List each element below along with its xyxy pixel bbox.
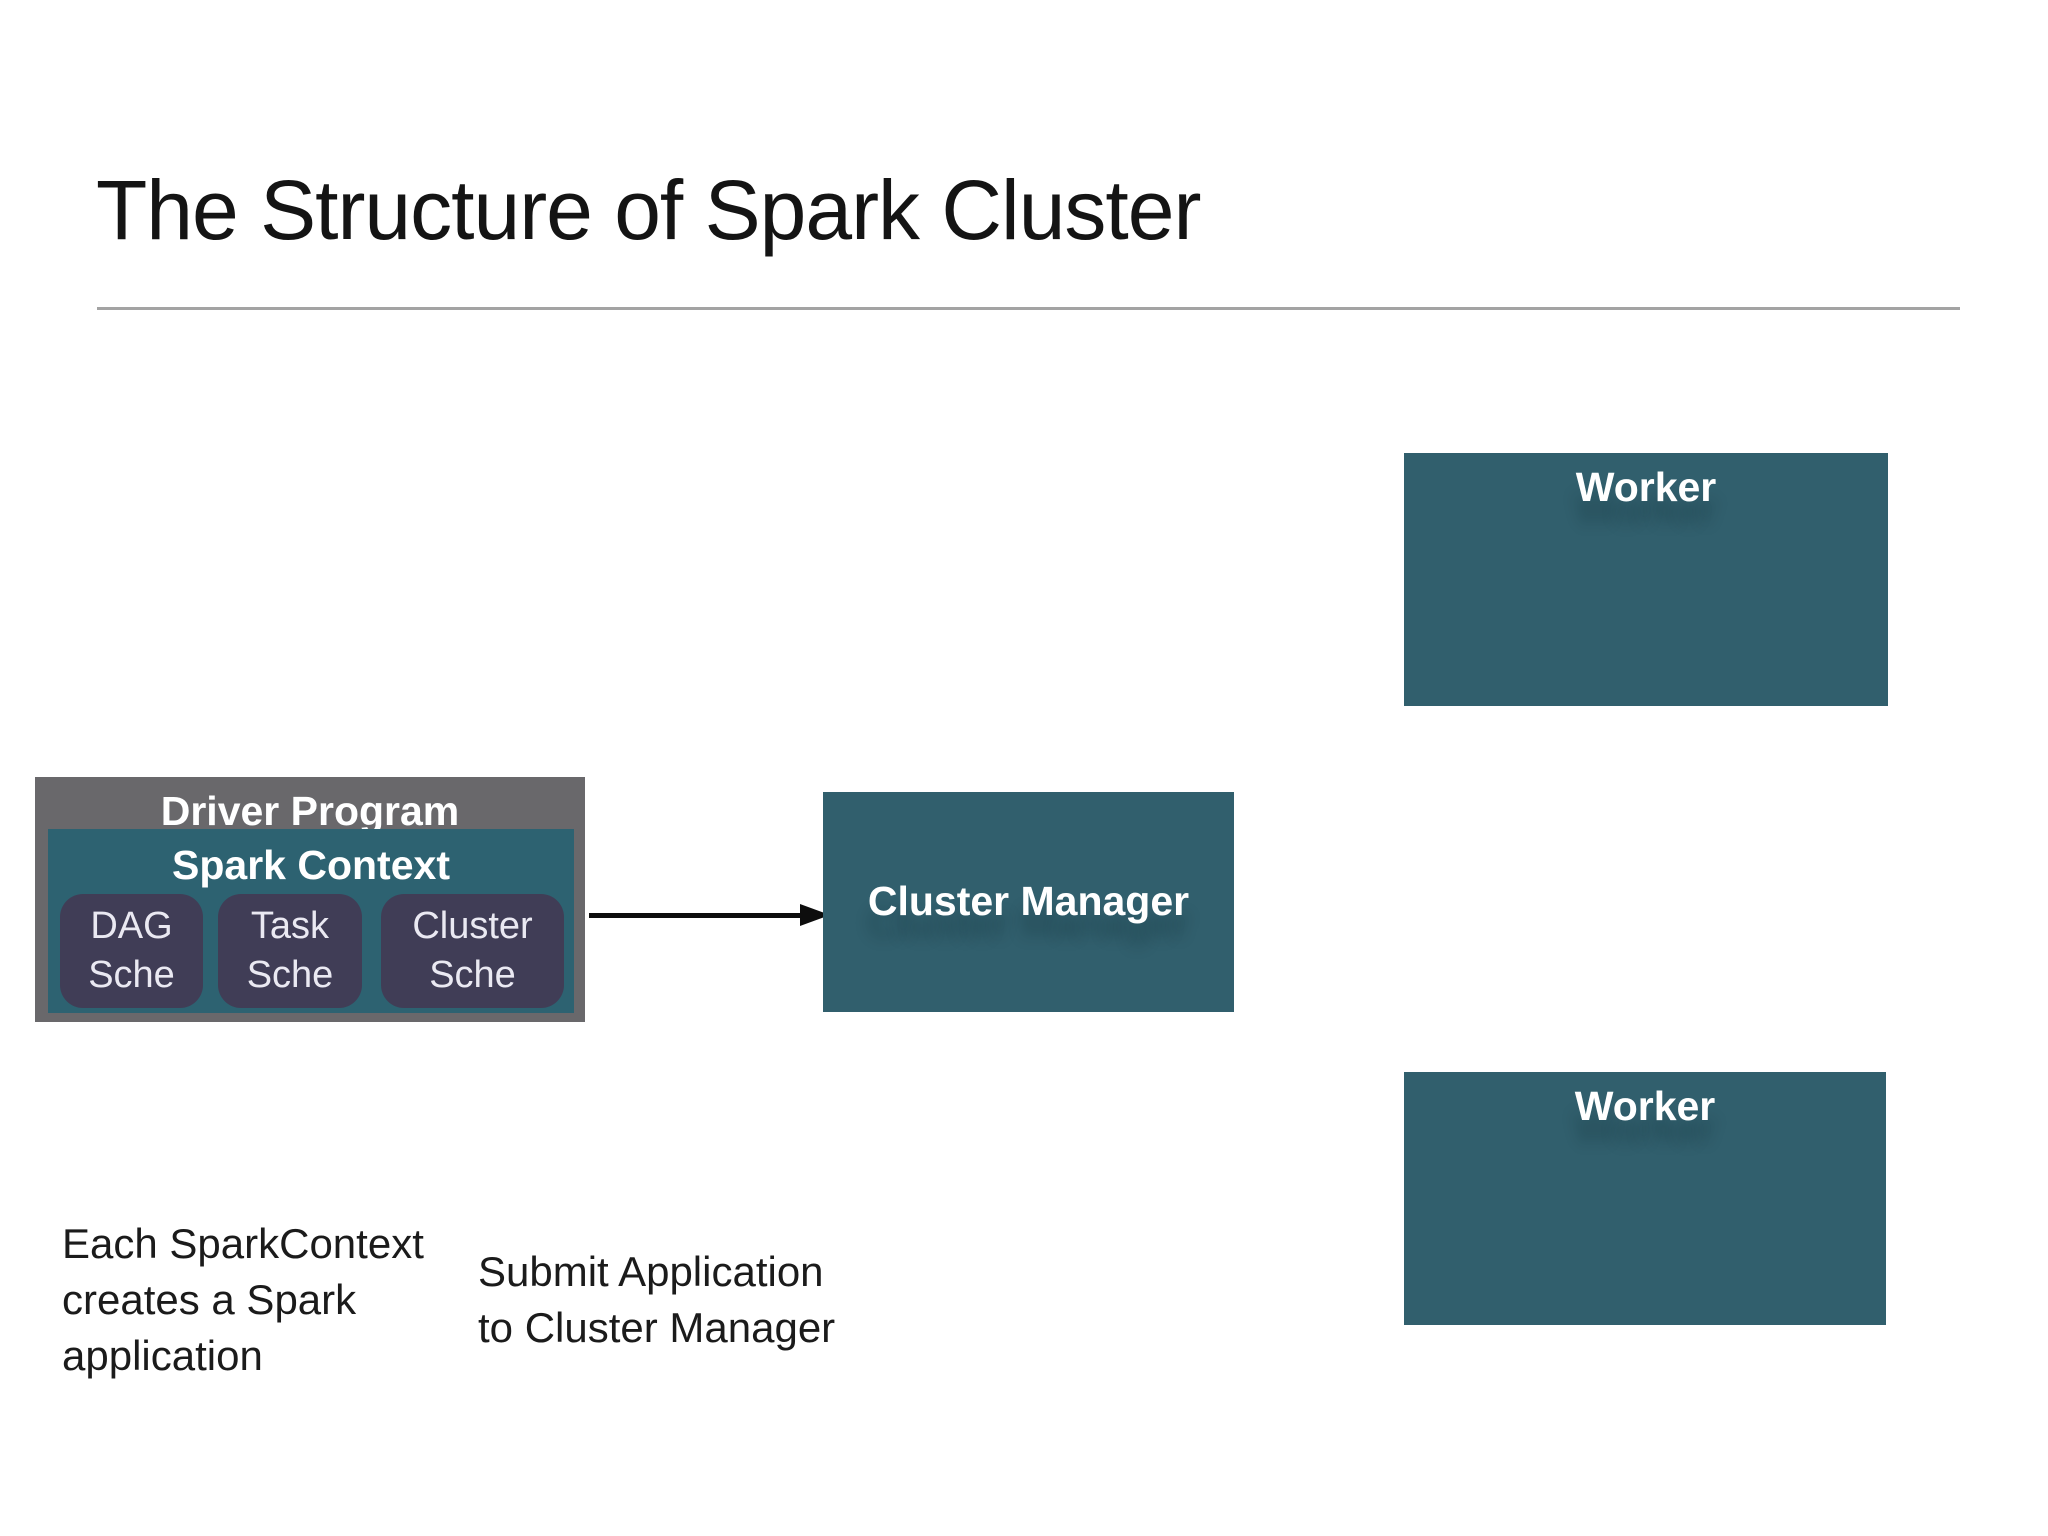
task-scheduler-box: Task Sche <box>218 894 362 1008</box>
worker-box-top: Worker <box>1404 453 1888 706</box>
caption-line: Each SparkContext <box>62 1220 424 1267</box>
spark-context-label: Spark Context <box>172 842 450 888</box>
task-scheduler-line2: Sche <box>246 954 334 996</box>
caption-line: creates a Spark <box>62 1276 357 1323</box>
worker-box-bottom: Worker <box>1404 1072 1886 1325</box>
arrowhead-icon <box>800 904 830 926</box>
dag-scheduler-line2: Sche <box>88 954 175 996</box>
worker-label: Worker <box>1574 1083 1716 1129</box>
cluster-scheduler-line2: Sche <box>429 954 516 996</box>
dag-scheduler-box: DAG Sche <box>60 894 203 1008</box>
cluster-scheduler-box: Cluster Sche <box>381 894 564 1008</box>
cluster-scheduler-line1: Cluster <box>412 905 533 947</box>
submit-arrow-shaft <box>589 913 802 918</box>
driver-program-label: Driver Program <box>160 788 460 834</box>
caption-line: Submit Application <box>478 1248 824 1295</box>
spark-context-box: Spark Context DAG Sche Task Sche Cluster… <box>48 829 574 1013</box>
cluster-manager-label: Cluster Manager <box>867 878 1190 925</box>
worker-label: Worker <box>1575 464 1717 510</box>
cluster-manager-box: Cluster Manager <box>823 792 1234 1012</box>
driver-program-box: Driver Program Spark Context DAG Sche Ta… <box>35 777 585 1022</box>
caption-spark-application: Each SparkContext creates a Spark applic… <box>62 1216 424 1384</box>
task-scheduler-line1: Task <box>250 905 330 947</box>
slide-title: The Structure of Spark Cluster <box>96 163 1201 257</box>
title-divider <box>97 307 1960 310</box>
caption-line: to Cluster Manager <box>478 1304 836 1351</box>
caption-submit-application: Submit Application to Cluster Manager <box>478 1244 835 1356</box>
dag-scheduler-line1: DAG <box>90 905 173 947</box>
caption-line: application <box>62 1332 263 1379</box>
